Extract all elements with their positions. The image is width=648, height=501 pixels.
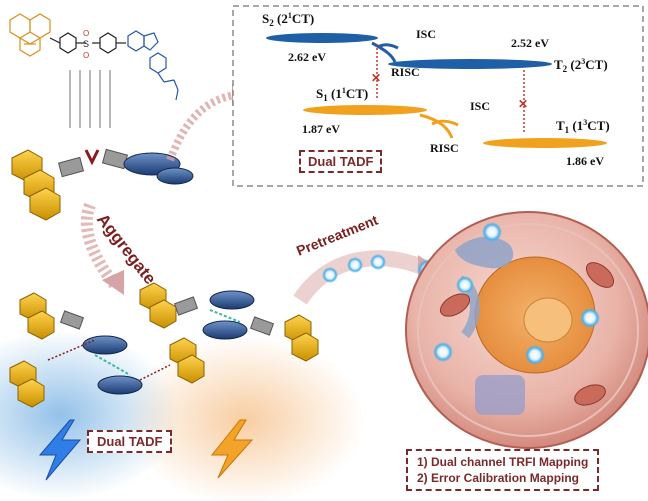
- svg-text:O: O: [83, 29, 89, 38]
- mapping-item: 1) Dual channel TRFI Mapping: [417, 455, 589, 469]
- nanoparticle-glow: [370, 254, 386, 270]
- risc-bottom-label: RISC: [430, 141, 459, 155]
- isc-bottom-arrow: [419, 113, 454, 139]
- s2-s1-x-icon: ✕: [371, 71, 381, 85]
- s2-energy: 2.62 eV: [288, 50, 326, 64]
- nanoparticle-glow: [322, 267, 338, 283]
- blue-glow: [0, 330, 180, 500]
- orange-glow: [125, 335, 365, 501]
- s1-level: [303, 105, 427, 115]
- s2-label: S2 (21CT): [262, 11, 315, 28]
- t2-t1-x-icon: ✕: [518, 97, 528, 111]
- aggregate-arrow-head: [102, 270, 124, 295]
- molecule-3d-model: [11, 148, 194, 221]
- risc-top-label: RISC: [391, 65, 420, 79]
- t1-level: [483, 138, 607, 148]
- s1-energy: 1.87 eV: [302, 122, 340, 136]
- mapping-item: 2) Error Calibration Mapping: [417, 471, 580, 485]
- cell-illustration: [405, 211, 648, 449]
- s1-label: S1 (11CT): [316, 86, 369, 103]
- risc-top-arrow: [377, 43, 399, 50]
- dual-tadf-diagram-label: Dual TADF: [299, 150, 383, 173]
- svg-text:O: O: [83, 51, 89, 60]
- dual-tadf-aggregate-label: Dual TADF: [87, 430, 173, 453]
- svg-text:S: S: [83, 39, 89, 49]
- t1-energy: 1.86 eV: [566, 154, 604, 168]
- mapping-box: 1) Dual channel TRFI Mapping 2) Error Ca…: [406, 449, 600, 491]
- t1-label: T1 (13CT): [556, 118, 610, 135]
- isc-bottom-label: ISC: [470, 99, 491, 113]
- t2-level: [388, 59, 552, 69]
- molecule-structure: S O O: [9, 13, 179, 128]
- s2-level: [266, 33, 378, 43]
- nanoparticle-glow: [347, 257, 363, 273]
- risc-bottom-arrow: [431, 119, 459, 127]
- aggregate-arrow: [80, 202, 120, 289]
- isc-top-arrow: [371, 41, 397, 63]
- t2-label: T2 (23CT): [554, 57, 608, 74]
- lightning-orange-icon: [210, 419, 254, 479]
- arrow-to-diagram: [166, 91, 236, 162]
- lightning-blue-icon: [38, 419, 82, 481]
- aggregate-molecules: [9, 282, 319, 408]
- isc-top-label: ISC: [416, 27, 437, 41]
- t2-energy: 2.52 eV: [511, 36, 549, 50]
